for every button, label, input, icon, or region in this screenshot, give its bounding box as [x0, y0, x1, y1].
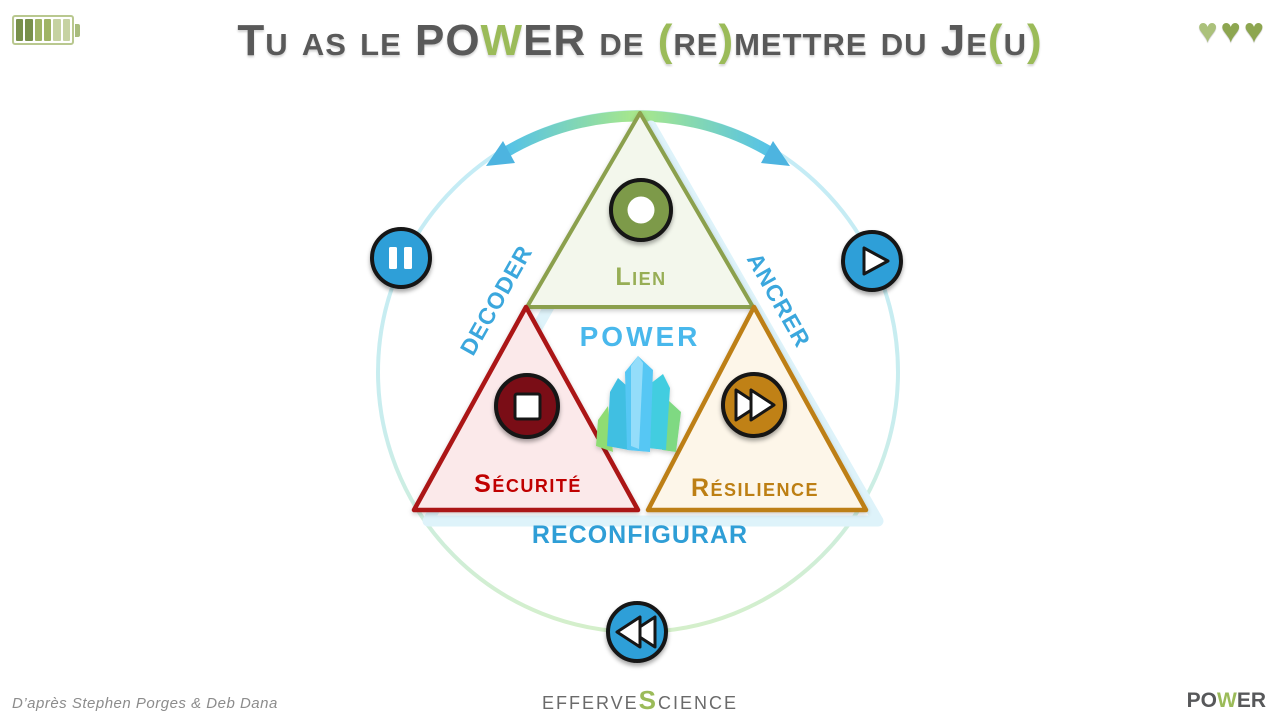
- securite-label: Sécurité: [474, 470, 582, 498]
- record-icon: [609, 178, 673, 242]
- stop-icon: [494, 373, 560, 439]
- battery-nub: [75, 23, 80, 37]
- edge-label-reconfigurar: RECONFIGURAR: [532, 521, 748, 549]
- attribution-text: D’après Stephen Porges & Deb Dana: [12, 695, 278, 712]
- power-logo: POWER: [1186, 689, 1266, 712]
- center-power-label: POWER: [580, 321, 701, 352]
- fast-forward-icon: [721, 372, 787, 438]
- crystal-icon: [596, 356, 681, 452]
- effervescience-logo: EfferveScience: [541, 685, 739, 715]
- pause-button[interactable]: [370, 227, 432, 289]
- green-heart-icon: ♥: [1220, 12, 1241, 50]
- hearts-group: ♥♥♥: [1197, 14, 1264, 48]
- green-heart-icon: ♥: [1243, 12, 1264, 50]
- rewind-icon: [615, 615, 657, 649]
- pause-icon: [389, 247, 412, 269]
- rewind-button[interactable]: [606, 601, 668, 663]
- resilience-label: Résilience: [691, 474, 819, 502]
- battery-bars: [12, 15, 74, 45]
- battery-icon: [12, 15, 80, 45]
- lien-label: Lien: [615, 263, 666, 291]
- page-title: Tu as le POWER de (re)mettre du Je(u): [237, 16, 1043, 65]
- green-heart-icon: ♥: [1197, 12, 1218, 50]
- play-icon: [862, 246, 890, 276]
- play-button[interactable]: [841, 230, 903, 292]
